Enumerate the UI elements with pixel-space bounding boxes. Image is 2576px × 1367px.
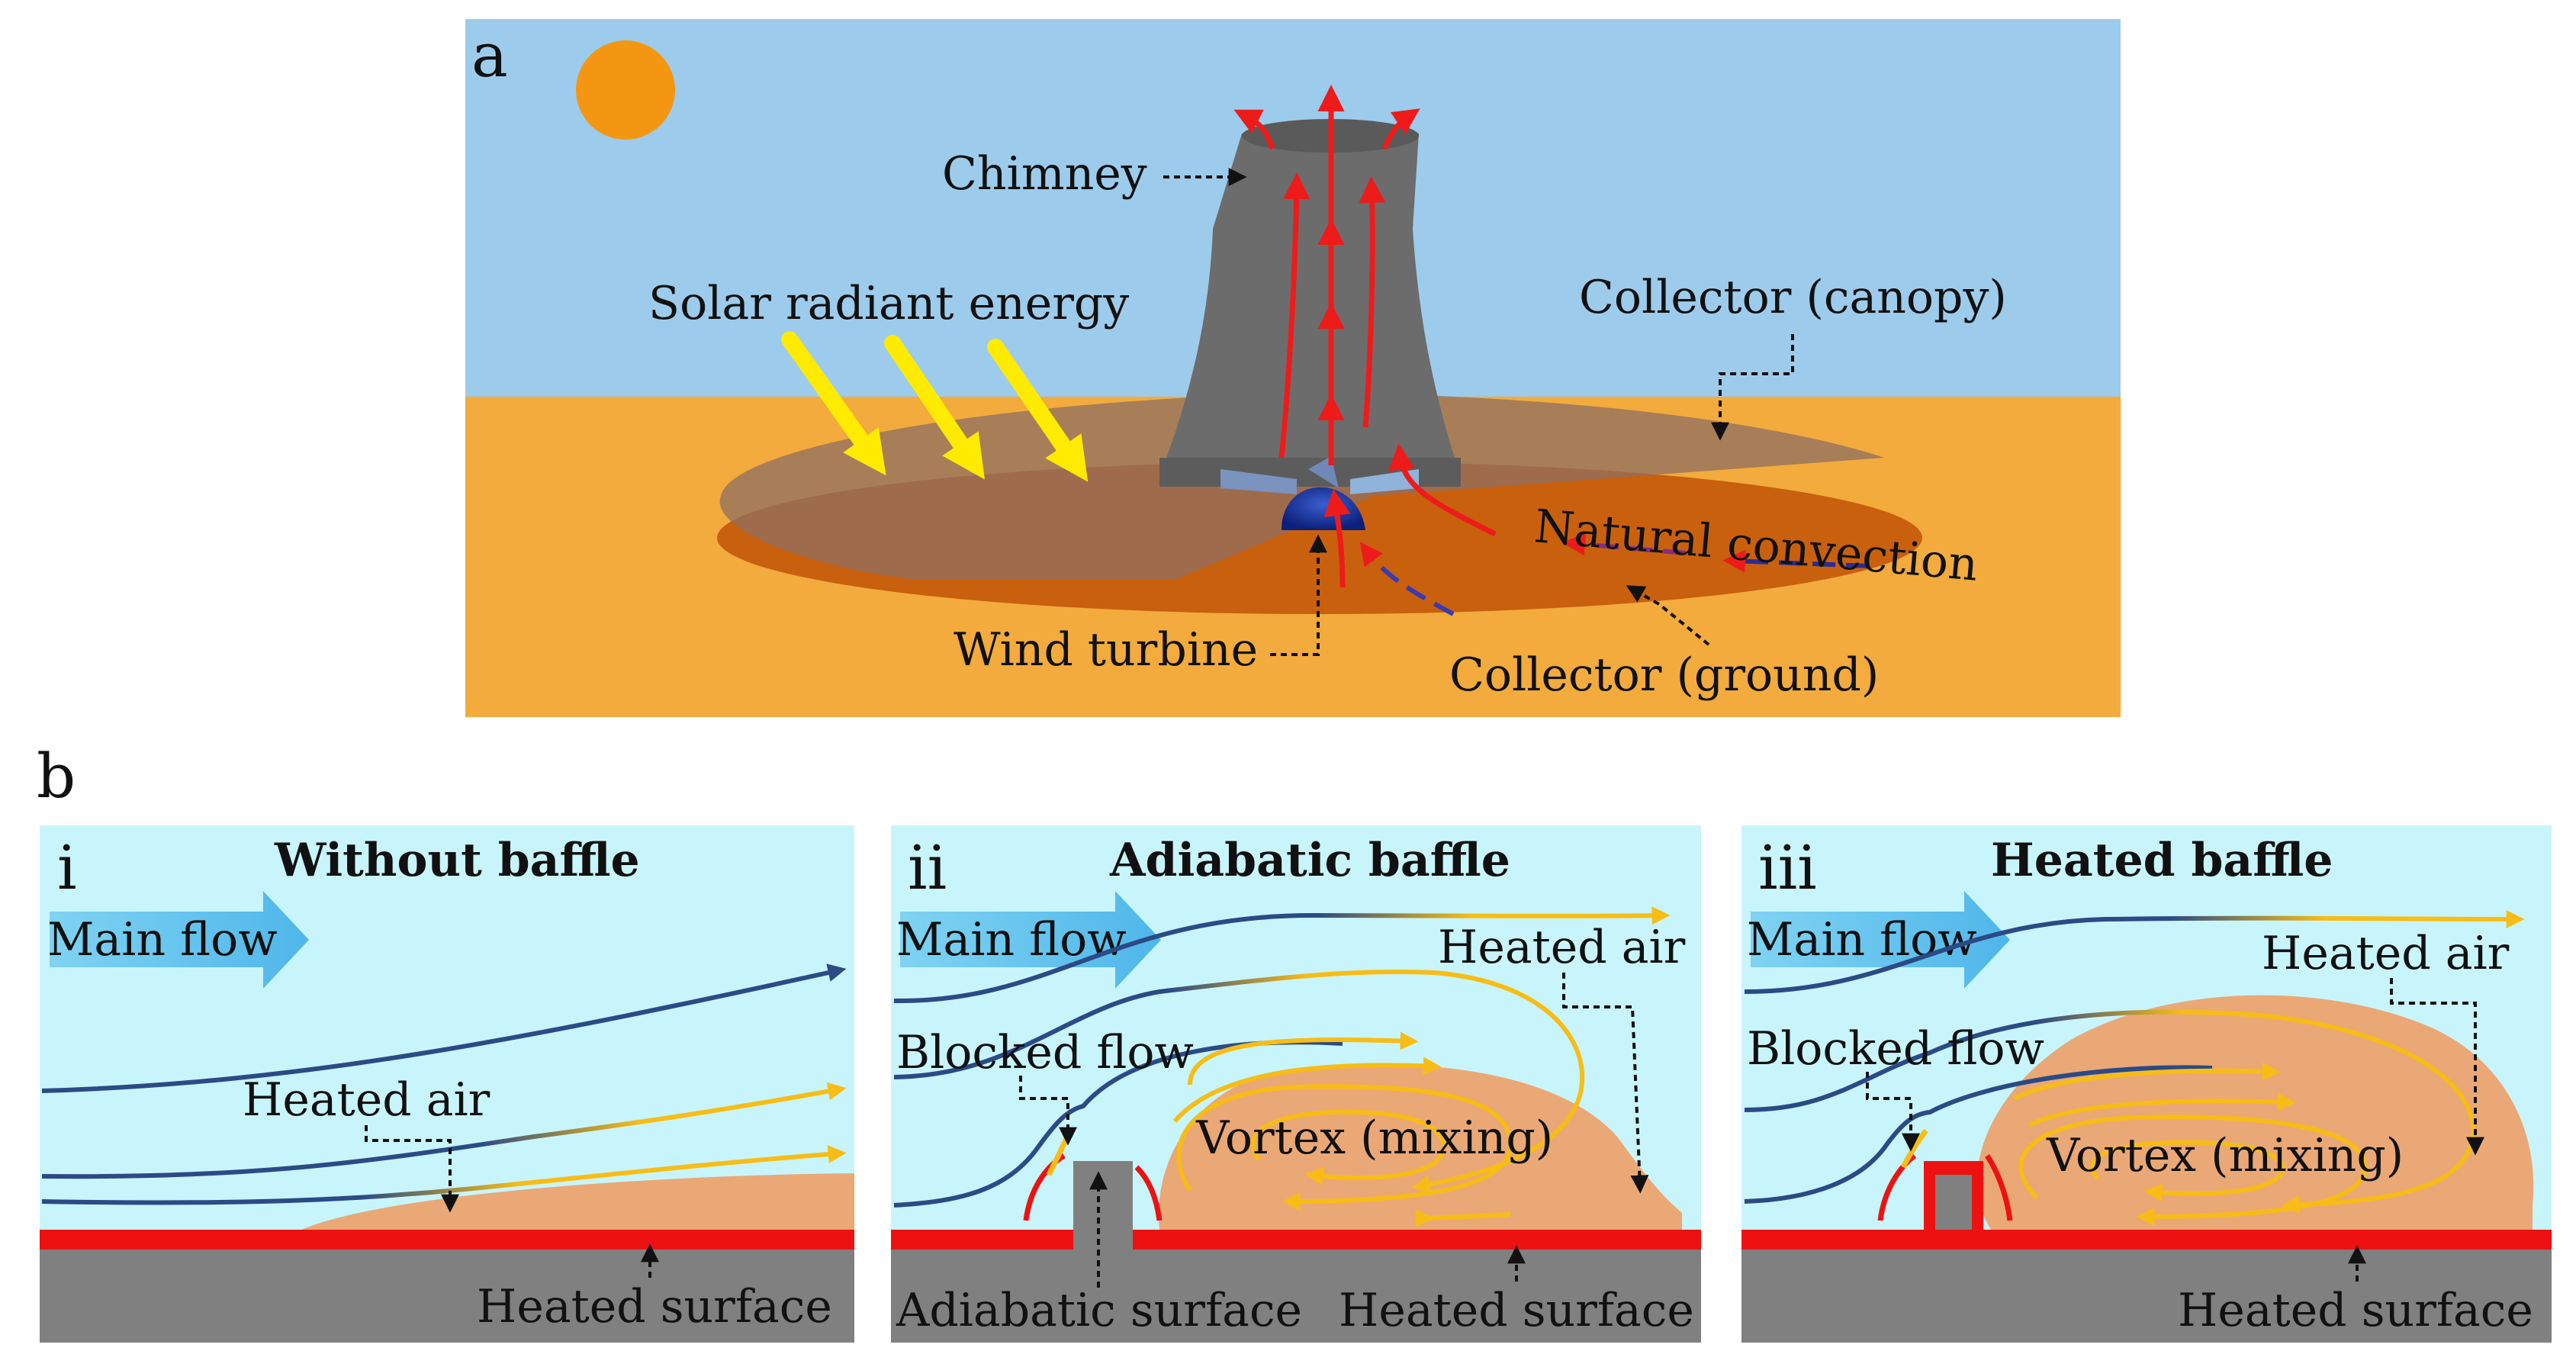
streamline-heated	[41, 1145, 847, 1205]
main-flow-label: Main flow	[47, 913, 278, 967]
blocked-flow-leader	[1866, 1072, 1920, 1152]
hot-plume	[1134, 1165, 1163, 1221]
vortex-loop	[2090, 1140, 2285, 1202]
heated-air-region	[1158, 1063, 1682, 1230]
panel-b-iii: iii Heated baffle Main flow Heated air B…	[1741, 825, 2552, 1343]
baffle-core	[1935, 1175, 1972, 1230]
flow-domain	[40, 825, 854, 1241]
chimney-label: Chimney	[942, 147, 1147, 201]
hot-plume	[1985, 1154, 2013, 1221]
solar-ray	[781, 331, 886, 476]
heated-surface-label: Heated surface	[1339, 1284, 1694, 1337]
solar-ray	[987, 339, 1089, 482]
panel-a-label: a	[471, 20, 508, 91]
blocked-flow-label: Blocked flow	[896, 1026, 1194, 1079]
heated-air-leader	[1562, 973, 1649, 1194]
heated-air-label: Heated air	[1438, 921, 1686, 974]
turbine-leader	[1270, 534, 1327, 656]
streamline-heated	[41, 1082, 847, 1179]
panel-numeral: i	[57, 832, 77, 903]
panel-numeral: ii	[908, 832, 947, 903]
ground-block	[891, 1250, 1701, 1343]
solar-radiant-energy-label: Solar radiant energy	[648, 277, 1129, 330]
vortex-loop	[2018, 1115, 2368, 1226]
solar-rays	[781, 331, 1089, 482]
panel-b-label: b	[37, 741, 76, 812]
streamline-heated	[893, 970, 1585, 1194]
solar-ray	[884, 335, 986, 480]
heated-air-label: Heated air	[2262, 927, 2510, 980]
heated-air-region	[1977, 995, 2534, 1230]
blocked-flow-label: Blocked flow	[1747, 1022, 2044, 1076]
updraft-arrows	[1233, 85, 1497, 588]
heated-air-layer	[301, 1173, 854, 1230]
main-flow-arrow	[900, 891, 1161, 989]
heated-surface-label: Heated surface	[2178, 1284, 2533, 1337]
streamline-heated	[1744, 1009, 2475, 1214]
streamline-heated	[893, 906, 1671, 1004]
panel-title: Heated baffle	[1991, 834, 2333, 887]
vortex-loop	[1176, 1084, 1513, 1211]
panel-b-i: i Without baffle Main flow Heated air He…	[40, 825, 854, 1343]
adiabatic-surface	[1073, 1230, 1133, 1251]
wind-turbine-label: Wind turbine	[954, 623, 1258, 677]
vortex-streamline	[1188, 1031, 1419, 1086]
vortex-loop	[1250, 1109, 1446, 1185]
vortex-streamline	[2012, 1062, 2281, 1101]
streamline-blocked	[1744, 1065, 2213, 1204]
chimney	[1159, 124, 1461, 477]
heated-air-leader	[2390, 978, 2484, 1156]
streamline-blocked	[893, 1040, 1343, 1208]
canopy-leader	[1711, 334, 1794, 441]
heated-surface	[891, 1230, 1701, 1250]
heated-surface	[1741, 1230, 2552, 1250]
sun-icon	[576, 40, 675, 140]
heated-surface	[40, 1230, 854, 1250]
main-flow-label: Main flow	[1747, 913, 1977, 967]
streamline-heated	[1744, 909, 2525, 994]
streamline	[41, 963, 847, 1093]
ground-block	[1741, 1250, 2552, 1343]
adiabatic-surface-label: Adiabatic surface	[896, 1284, 1302, 1337]
panel-numeral: iii	[1758, 832, 1817, 903]
panel-title: Without baffle	[274, 834, 640, 887]
blocked-flow-leader	[1019, 1076, 1077, 1146]
collector-canopy-label: Collector (canopy)	[1579, 271, 2007, 324]
vortex-streamline	[1172, 1057, 1442, 1123]
heated-air-label: Heated air	[243, 1073, 490, 1127]
main-flow-arrow	[1751, 891, 2010, 989]
panel-a: a	[465, 19, 2121, 717]
heated-air-leader	[365, 1125, 459, 1213]
vortex-label: Vortex (mixing)	[1195, 1111, 1553, 1165]
panel-title: Adiabatic baffle	[1109, 834, 1510, 887]
inflow-arrows	[1359, 532, 1870, 616]
main-flow-arrow	[50, 891, 309, 989]
vortex-streamline	[2028, 1092, 2296, 1127]
collector-ground-label: Collector (ground)	[1449, 648, 1879, 702]
vortex-label: Vortex (mixing)	[2046, 1129, 2404, 1182]
ground-block	[40, 1250, 854, 1343]
heated-surface-label: Heated surface	[477, 1280, 832, 1333]
reverse-flow	[1415, 1208, 1511, 1227]
panel-b-ii: ii Adiabatic baffle Main flow Heated air…	[891, 825, 1701, 1343]
